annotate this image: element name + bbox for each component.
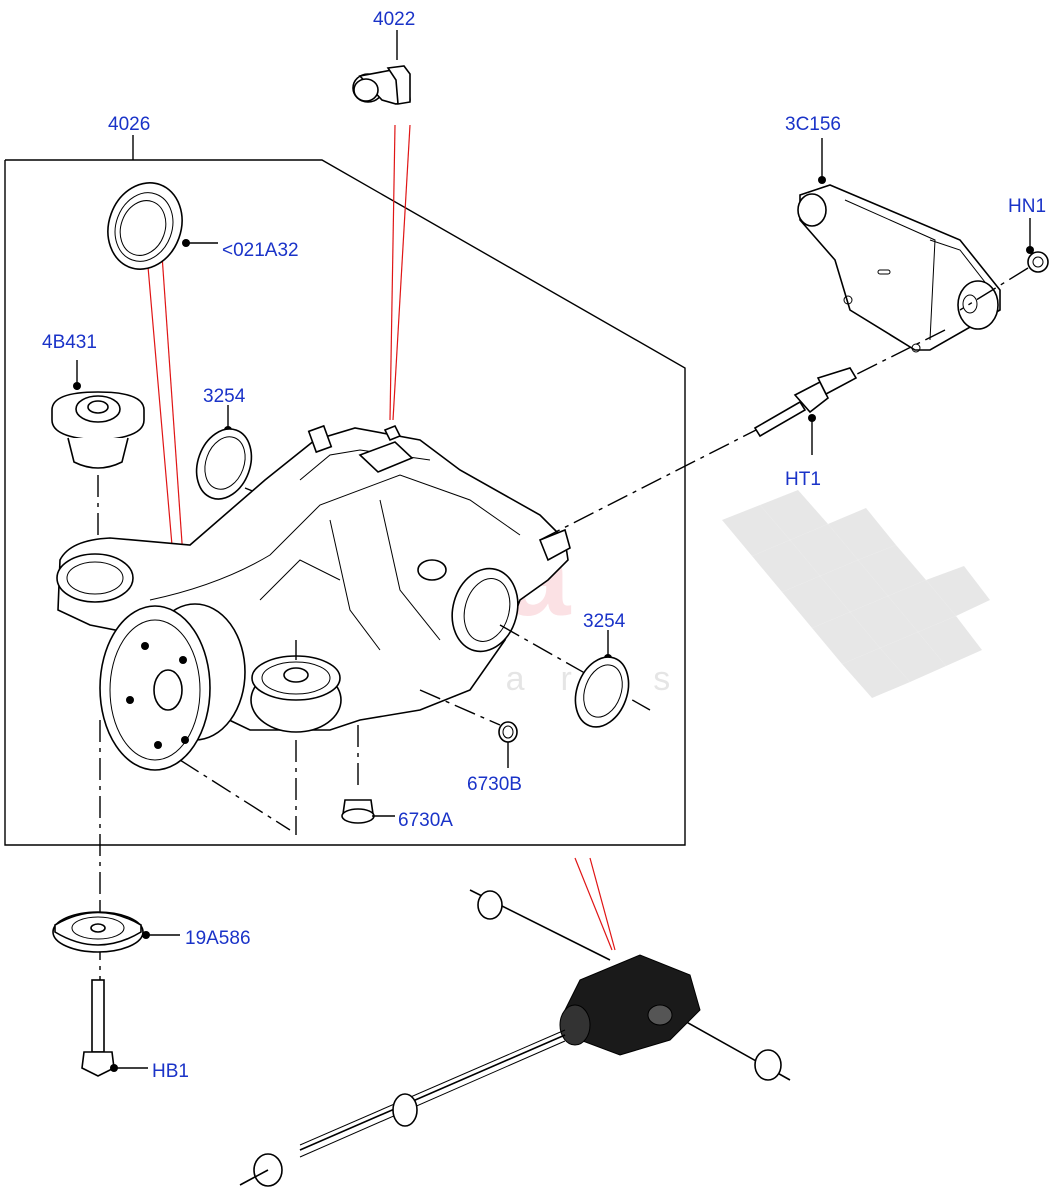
assembly-overview-thumbnail (239, 889, 791, 1187)
differential-housing (56, 424, 761, 731)
callout-6730b: 6730B (467, 774, 522, 795)
callout-6730a: 6730A (398, 810, 453, 831)
mounting-bush-part (51, 360, 145, 540)
callout-labels: 4022 4026 3C156 HN1 <021A32 4B431 3254 H… (42, 9, 1046, 1082)
breather-vent-part (352, 30, 411, 105)
callout-hn1: HN1 (1008, 196, 1046, 217)
callout-021a32: <021A32 (222, 240, 299, 261)
threaded-stud-part (753, 329, 946, 455)
drive-seal-lower-part (574, 630, 630, 728)
oil-seal-part (107, 182, 218, 270)
mounting-bolt-part (81, 979, 148, 1077)
filler-plug-part (419, 689, 518, 768)
callout-4026: 4026 (108, 114, 150, 135)
callout-ht1: HT1 (785, 469, 821, 490)
pinion-flange-part (99, 603, 291, 900)
callout-19a586: 19A586 (185, 928, 251, 949)
callout-4b431: 4B431 (42, 332, 97, 353)
watermark-checkered-flag (722, 490, 990, 698)
callout-3254-lower: 3254 (583, 611, 626, 632)
mount-washer-part (52, 900, 180, 990)
assembly-frame (4, 135, 686, 846)
hex-nut-part (1026, 218, 1049, 273)
module-bracket-part (797, 138, 1029, 353)
rear-mount-bush (250, 640, 342, 835)
callout-3c156: 3C156 (785, 114, 841, 135)
drain-plug-part (341, 725, 395, 824)
callout-4022: 4022 (373, 9, 415, 30)
callout-3254-upper: 3254 (203, 386, 246, 407)
callout-hb1: HB1 (152, 1061, 189, 1082)
